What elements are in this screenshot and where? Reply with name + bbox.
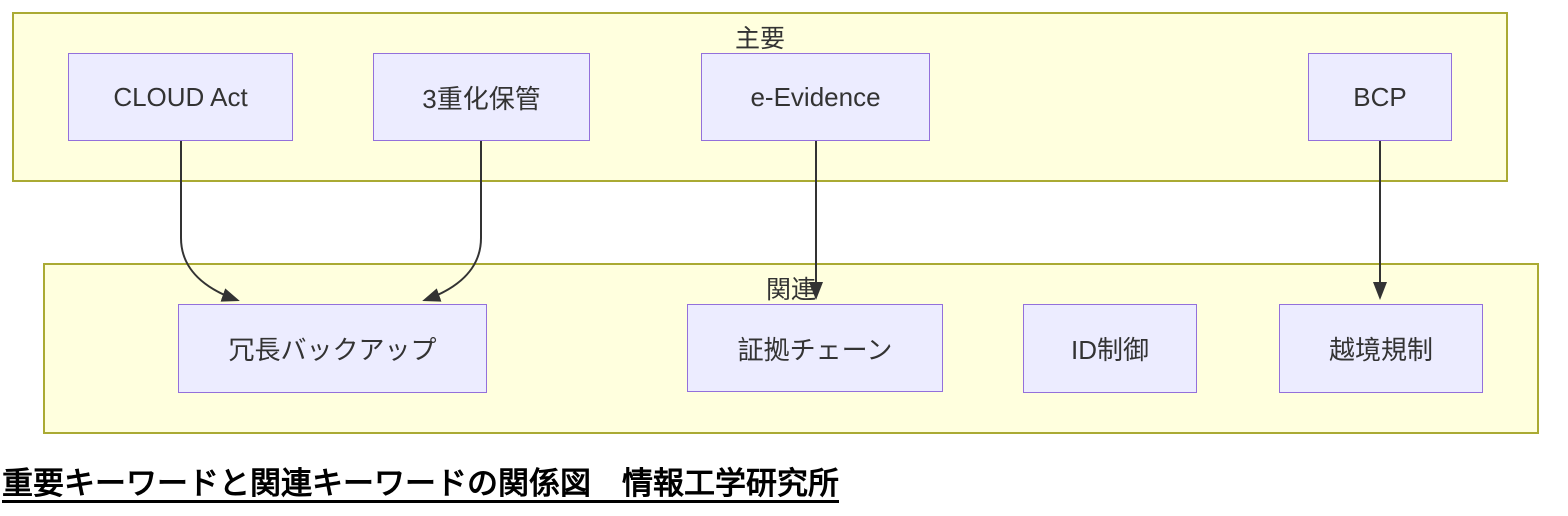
cluster-related-label: 関連 [765, 276, 816, 304]
node-id-control: ID制御 [1023, 304, 1197, 393]
node-cross-border: 越境規制 [1279, 304, 1483, 393]
node-redundant-backup: 冗長バックアップ [178, 304, 487, 393]
node-e-evidence: e-Evidence [701, 53, 930, 141]
node-evidence-chain: 証拠チェーン [687, 304, 943, 392]
node-bcp: BCP [1308, 53, 1452, 141]
cluster-main-label: 主要 [734, 25, 785, 53]
node-triple-storage: 3重化保管 [373, 53, 590, 141]
edge-triplestorage-to-redundantbackup [422, 141, 482, 302]
diagram-caption: 重要キーワードと関連キーワードの関係図 情報工学研究所 [2, 466, 839, 501]
node-cloud-act: CLOUD Act [68, 53, 293, 141]
edge-cloudact-to-redundantbackup [180, 141, 240, 302]
